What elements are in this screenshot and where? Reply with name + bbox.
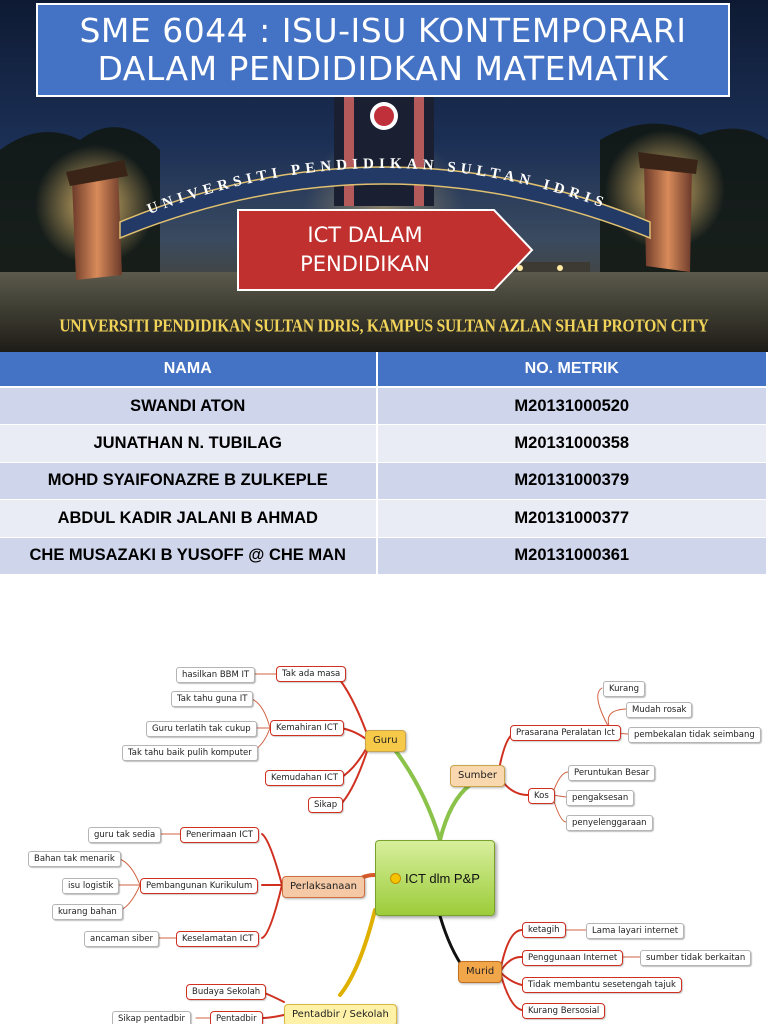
- campus-caption: UNIVERSITI PENDIDIKAN SULTAN IDRIS, KAMP…: [59, 316, 709, 337]
- branch-pentadbir: Pentadbir / Sekolah: [284, 1004, 397, 1024]
- member-name: CHE MUSAZAKI B YUSOFF @ CHE MAN: [0, 537, 378, 575]
- node-guru-tak-sedia: guru tak sedia: [88, 827, 162, 843]
- node-tak-tahu-guna: Tak tahu guna IT: [171, 691, 254, 707]
- table-row: ABDUL KADIR JALANI B AHMAD M20131000377: [0, 499, 768, 538]
- node-pembangunan: Pembangunan Kurikulum: [140, 878, 259, 894]
- node-pembekalan: pembekalan tidak seimbang: [628, 727, 761, 743]
- header-nama: NAMA: [0, 352, 378, 388]
- node-bahan-tak-menarik: Bahan tak menarik: [28, 851, 121, 867]
- table-row: JUNATHAN N. TUBILAG M20131000358: [0, 424, 768, 463]
- table-row: CHE MUSAZAKI B YUSOFF @ CHE MAN M2013100…: [0, 537, 768, 575]
- branch-sumber: Sumber: [450, 765, 506, 787]
- table-row: MOHD SYAIFONAZRE B ZULKEPLE M20131000379: [0, 462, 768, 500]
- node-kurang-bersosial: Kurang Bersosial: [522, 1003, 606, 1019]
- node-hasilkan-bbm: hasilkan BBM IT: [176, 667, 256, 683]
- node-peruntukan: Peruntukan Besar: [568, 765, 656, 781]
- table-row: SWANDI ATON M20131000520: [0, 387, 768, 425]
- member-name: SWANDI ATON: [0, 387, 378, 425]
- hero-banner: UNIVERSITI PENDIDIKAN SULTAN IDRIS SME 6…: [0, 0, 768, 352]
- node-guru-terlatih: Guru terlatih tak cukup: [146, 721, 257, 737]
- node-kemudahan-ict: Kemudahan ICT: [265, 770, 344, 786]
- node-sikap: Sikap: [308, 797, 344, 813]
- node-baik-pulih: Tak tahu baik pulih komputer: [122, 745, 258, 761]
- node-kurang-bahan: kurang bahan: [52, 904, 123, 920]
- title-line-1: SME 6044 : ISU-ISU KONTEMPORARI: [79, 11, 687, 50]
- node-penerimaan-ict: Penerimaan ICT: [180, 827, 259, 843]
- node-tidak-membantu: Tidak membantu sesetengah tajuk: [522, 977, 682, 993]
- topic-label: ICT DALAM PENDIDIKAN: [236, 216, 494, 284]
- node-sumber-tidak-berkaitan: sumber tidak berkaitan: [640, 950, 752, 966]
- member-matric: M20131000377: [376, 499, 768, 538]
- smiley-icon: [390, 872, 402, 884]
- node-lama-layari: Lama layari internet: [586, 923, 685, 939]
- node-tak-ada-masa: Tak ada masa: [276, 666, 347, 682]
- node-penggunaan-internet: Penggunaan Internet: [522, 950, 624, 966]
- member-matric: M20131000520: [376, 387, 768, 425]
- member-matric: M20131000379: [376, 462, 768, 500]
- members-table: NAMA NO. METRIK SWANDI ATON M20131000520…: [0, 352, 768, 575]
- node-pentadbir: Pentadbir: [210, 1011, 263, 1024]
- mindmap-center-topic: ICT dlm P&P: [375, 840, 495, 916]
- member-name: ABDUL KADIR JALANI B AHMAD: [0, 499, 378, 538]
- topic-arrow-shape: [237, 209, 534, 291]
- node-penyelenggaraan: penyelenggaraan: [566, 815, 653, 831]
- node-isu-logistik: isu logistik: [62, 878, 120, 894]
- node-budaya-sekolah: Budaya Sekolah: [186, 984, 267, 1000]
- node-kos: Kos: [528, 788, 555, 804]
- node-pengaksesan: pengaksesan: [566, 790, 635, 806]
- member-name: JUNATHAN N. TUBILAG: [0, 424, 378, 463]
- table-header-row: NAMA NO. METRIK: [0, 352, 768, 388]
- node-sikap-pentadbir: Sikap pentadbir: [112, 1011, 192, 1024]
- header-no-metrik: NO. METRIK: [376, 352, 768, 388]
- node-keselamatan-ict: Keselamatan ICT: [176, 931, 260, 947]
- node-ancaman-siber: ancaman siber: [84, 931, 159, 947]
- member-matric: M20131000358: [376, 424, 768, 463]
- member-name: MOHD SYAIFONAZRE B ZULKEPLE: [0, 462, 378, 500]
- node-kurang: Kurang: [603, 681, 646, 697]
- node-kemahiran-ict: Kemahiran ICT: [270, 720, 345, 736]
- member-matric: M20131000361: [376, 537, 768, 575]
- node-mudah-rosak: Mudah rosak: [626, 702, 693, 718]
- node-prasarana: Prasarana Peralatan Ict: [510, 725, 621, 741]
- branch-perlaksanaan: Perlaksanaan: [282, 876, 365, 898]
- branch-guru: Guru: [365, 730, 406, 752]
- node-ketagih: ketagih: [522, 922, 566, 938]
- topic-line-1: ICT DALAM: [307, 223, 423, 247]
- title-line-2: DALAM PENDIDIDKAN MATEMATIK: [97, 49, 669, 88]
- center-label: ICT dlm P&P: [405, 870, 480, 886]
- topic-line-2: PENDIDIKAN: [300, 252, 430, 276]
- branch-murid: Murid: [458, 961, 503, 983]
- slide-title: SME 6044 : ISU-ISU KONTEMPORARI DALAM PE…: [36, 3, 730, 97]
- mindmap: ICT dlm P&P Guru Tak ada masa hasilkan B…: [0, 650, 768, 1024]
